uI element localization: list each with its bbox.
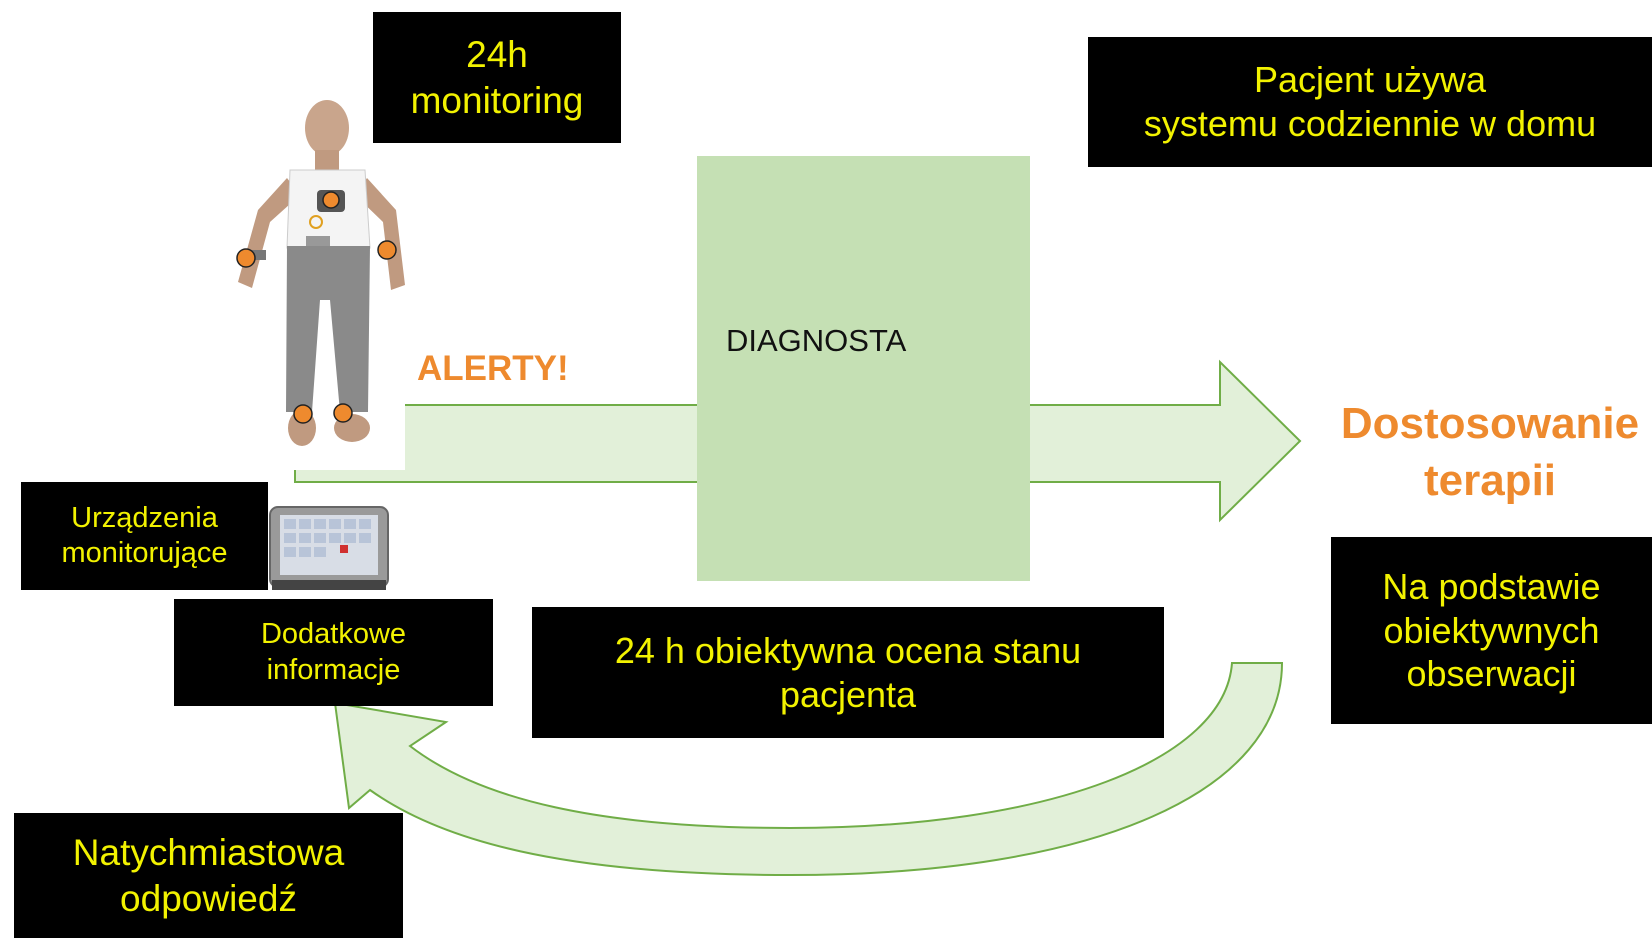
patient-uses-box: Pacjent używa systemu codziennie w domu bbox=[1088, 37, 1652, 167]
diagnosta-box bbox=[697, 156, 1030, 581]
based-on-box: Na podstawie obiektywnych obserwacji bbox=[1331, 537, 1652, 724]
additional-info-box: Dodatkowe informacje bbox=[174, 599, 493, 706]
objective-assessment-box: 24 h obiektywna ocena stanu pacjenta bbox=[532, 607, 1164, 738]
sensor-dot-icon bbox=[293, 404, 313, 424]
alerts-label: ALERTY! bbox=[417, 349, 569, 388]
feedback-curved-arrow bbox=[333, 662, 1284, 877]
immediate-response-box: Natychmiastowa odpowiedź bbox=[14, 813, 403, 938]
monitoring-tablet-icon bbox=[269, 506, 389, 590]
devices-box: Urządzenia monitorujące bbox=[21, 482, 268, 590]
diagnosta-label: DIAGNOSTA bbox=[726, 323, 907, 358]
monitoring-24h-box: 24h monitoring bbox=[373, 12, 621, 143]
sensor-dot-icon bbox=[236, 248, 256, 268]
patient-figure-icon bbox=[238, 100, 405, 470]
sensor-dot-icon bbox=[377, 240, 397, 260]
therapy-adjustment-label: Dostosowanie terapii bbox=[1340, 399, 1640, 506]
sensor-dot-icon bbox=[333, 403, 353, 423]
